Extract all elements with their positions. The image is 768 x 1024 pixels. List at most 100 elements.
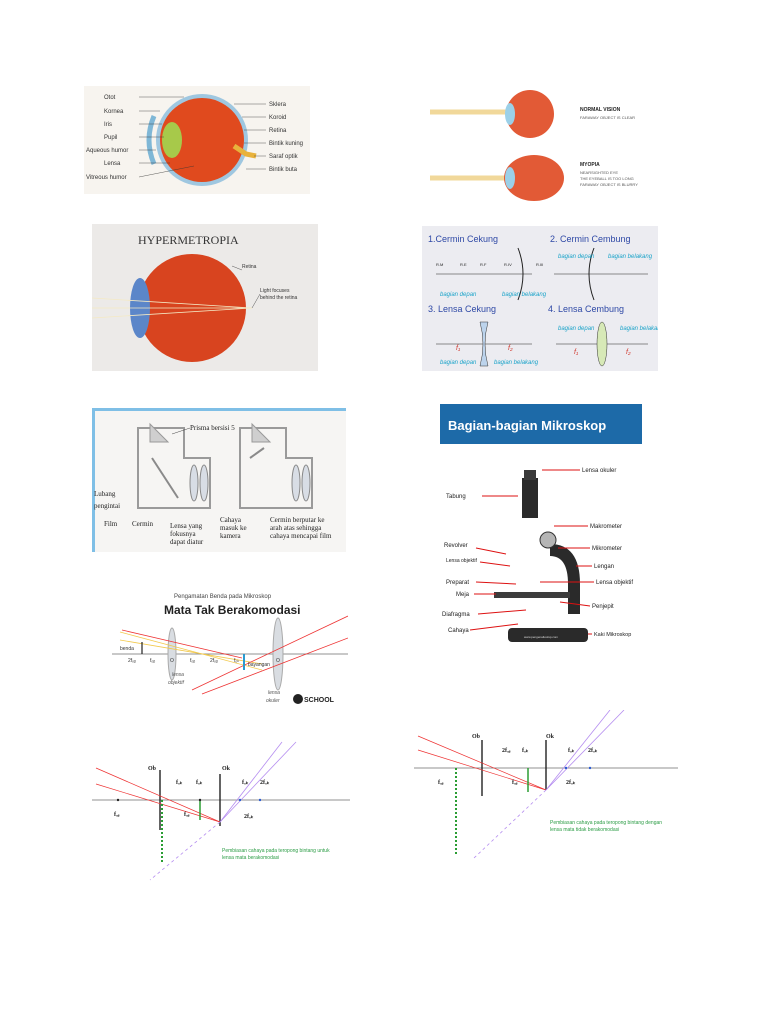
camera-lensa-3: dapat diatur xyxy=(170,538,204,546)
eyepiece-lens-shape xyxy=(272,617,284,691)
myopia-desc-2: THE EYEBALL IS TOO LONG xyxy=(580,176,634,181)
label-otot: Otot xyxy=(104,95,116,101)
convex-f1: f₁ xyxy=(574,349,579,356)
axis-label: 2fₒᵦ xyxy=(210,658,218,664)
microscope-figure: Bagian-bagian Mikroskop Tabung Revolver … xyxy=(440,404,642,660)
ok-label: Ok xyxy=(222,766,231,772)
micro-label-lensa-okuler: Lensa okuler xyxy=(582,468,616,474)
hypermetropia-title: HYPERMETROPIA xyxy=(138,233,239,247)
micro-label-lensa-objektif-right: Lensa objektif xyxy=(596,580,633,586)
microscope-title-bar xyxy=(440,404,642,444)
ob-label: Ob xyxy=(148,766,157,772)
hyper-retina-label: Retina xyxy=(242,264,257,270)
label-saraf-optik: Saraf optik xyxy=(269,154,299,160)
camera-film-label: Film xyxy=(104,520,118,528)
axis-label: O xyxy=(276,658,280,664)
axis-label: 2fₒᵦ xyxy=(128,658,136,664)
myopic-eye-shape xyxy=(504,155,564,201)
telescope-a-caption-1: Pembiasan cahaya pada teropong bintang u… xyxy=(222,848,330,854)
micro-label-lengan: Lengan xyxy=(594,564,614,570)
label-aqueous: Aqueous humor xyxy=(86,148,128,154)
normal-eye-shape xyxy=(506,90,554,138)
axis-label: fₒᵦ xyxy=(150,658,155,664)
concave-mirror-shape xyxy=(517,247,524,301)
micro-label-preparat: Preparat xyxy=(446,580,469,586)
label-iris: Iris xyxy=(104,122,112,128)
micro-ray-bayangan: bayangan xyxy=(248,662,270,668)
fok-label-2: fₒₖ xyxy=(196,780,203,786)
convex-lens-shape xyxy=(596,321,608,367)
cornea-shape xyxy=(146,115,157,165)
camera-body-left xyxy=(137,427,211,509)
eyeball-shape xyxy=(160,98,244,182)
concave-f2: f₂ xyxy=(508,345,513,352)
label-bintik-kuning: Bintik kuning xyxy=(269,141,303,147)
hyper-focus-label-1: Light focuses xyxy=(260,288,290,294)
convex-mirror-shape xyxy=(588,247,595,301)
micro-label-cahaya: Cahaya xyxy=(448,628,469,634)
mirror-left xyxy=(151,457,179,499)
micro-label-mikrometer: Mikrometer xyxy=(592,546,622,552)
point-label: R.M xyxy=(436,262,443,267)
point-label: R.IV xyxy=(504,262,512,267)
fob-label-left: fₒᵦ xyxy=(438,780,444,786)
micro-label-revolver: Revolver xyxy=(444,543,468,549)
micro-ray-benda: benda xyxy=(120,646,134,652)
concave-lens-front: bagian depan xyxy=(440,360,477,366)
mirror-right xyxy=(249,447,265,459)
fok-label: fₒₖ xyxy=(522,748,529,754)
prism-left xyxy=(149,422,170,443)
mirrors-lenses-figure: 1.Cermin Cekung 2. Cermin Cembung R.M R.… xyxy=(422,226,658,371)
two-fok-label-bottom: 2fₒₖ xyxy=(244,814,254,820)
micro-label-lensa-objektif-left: Lensa objektif xyxy=(446,558,477,564)
ok-label: Ok xyxy=(546,734,555,740)
two-fok-label-bottom: 2fₒₖ xyxy=(566,780,576,786)
convex-back-label: bagian belakang xyxy=(608,254,653,260)
fok-label: fₒₖ xyxy=(176,780,183,786)
eyepiece-label-2: okuler xyxy=(266,698,280,704)
point-label: R.E xyxy=(460,262,467,267)
arm-shape xyxy=(550,544,580,614)
normal-vision-desc: FARAWAY OBJECT IS CLEAR xyxy=(580,115,635,120)
ob-label: Ob xyxy=(472,734,481,740)
myopia-desc-1: NEARSIGHTED EYE xyxy=(580,170,618,175)
two-fob-label: 2fₒᵦ xyxy=(502,748,511,754)
micro-label-meja: Meja xyxy=(456,592,470,598)
camera-cahaya-3: kamera xyxy=(220,532,241,540)
microscope-ray-figure: Pengamatan Benda pada Mikroskop Mata Tak… xyxy=(112,590,348,712)
telescope-b-caption-1: Pembiasan cahaya pada teropong bintang d… xyxy=(550,820,662,826)
micro-label-kaki: Kaki Mikroskop xyxy=(594,632,631,638)
fok-label-2: fₒₖ xyxy=(568,748,575,754)
school-logo-icon xyxy=(293,694,303,704)
label-lensa: Lensa xyxy=(104,161,121,167)
concave-f1: f₁ xyxy=(456,345,461,352)
label-vitreous: Vitreous humor xyxy=(86,175,127,181)
convex-front-label: bagian depan xyxy=(558,254,595,260)
micro-ray-subtitle: Pengamatan Benda pada Mikroskop xyxy=(174,594,272,600)
knob-shape xyxy=(539,531,557,549)
concave-lens-back: bagian belakang xyxy=(494,360,539,366)
vision-myopia-figure: NORMAL VISION FARAWAY OBJECT IS CLEAR MY… xyxy=(422,86,656,208)
school-logo-text: SCHOOL xyxy=(304,697,335,704)
convex-lens-front: bagian depan xyxy=(558,326,595,332)
convex-lens-title: 4. Lensa Cembung xyxy=(548,304,624,314)
telescope-b-caption-2: lensa mata tidak berakomodasi xyxy=(550,827,619,833)
camera-cermin-label: Cermin xyxy=(132,520,153,528)
camera-cahaya-1: Cahaya xyxy=(220,516,242,524)
micro-site-text: www.pengenaltoolsp.com xyxy=(524,635,559,639)
concave-front-label: bagian depan xyxy=(440,292,477,298)
telescope-b-figure: Ob Ok fₒᵦ 2fₒᵦ fₒₖ fₒᵦ fₒₖ 2fₒₖ 2fₒₖ Pem… xyxy=(414,710,678,860)
convex-lens-back: bagian belakang xyxy=(620,326,658,332)
camera-lensa-2: fokusnya xyxy=(170,530,197,538)
micro-label-penjepit: Penjepit xyxy=(592,604,614,610)
eyepiece-label-1: lensa xyxy=(268,690,280,696)
telescope-a-figure: Ob Ok fₒᵦ fₒₖ fₒₖ fₒᵦ fₒₖ 2fₒₖ 2fₒₖ Pemb… xyxy=(92,740,350,882)
camera-lubang-1: Lubang xyxy=(94,490,116,498)
point-label: R.F xyxy=(480,262,487,267)
two-fok-label: 2fₒₖ xyxy=(588,748,598,754)
camera-cb-1: Cermin berputar ke xyxy=(270,516,324,524)
camera-prism-label: Prisma bersisi 5 xyxy=(190,424,235,432)
camera-figure: Prisma bersisi 5 Lubang pengintai Film C… xyxy=(92,408,346,552)
concave-lens-title: 3. Lensa Cekung xyxy=(428,304,496,314)
fob-label: fₒᵦ xyxy=(184,812,190,818)
